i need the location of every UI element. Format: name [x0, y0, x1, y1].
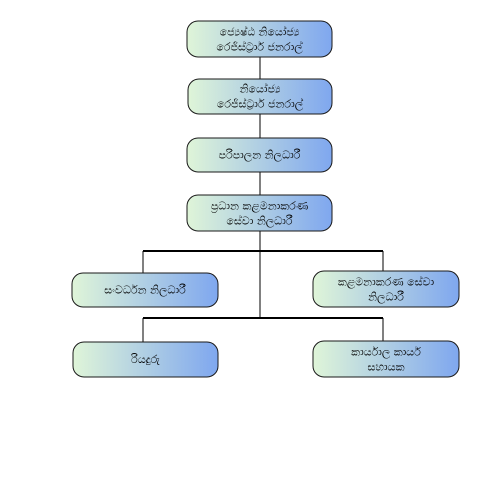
node-label-line: කළමනාකරණ සේවා	[338, 274, 435, 289]
node-driver: රියදුරු	[72, 341, 219, 378]
connectors	[142, 57, 384, 342]
node-development-officer: සංවර්ධන නිලධාරී	[71, 272, 219, 308]
node-box	[187, 78, 333, 115]
node-office-assistant: කාර්යාල කාර්ය සහායක	[312, 340, 460, 378]
node-label-line: නියෝජ්‍ය	[240, 82, 281, 96]
node-management-service-officer: කළමනාකරණ සේවා නිලධාරී	[312, 270, 460, 308]
node-label-line: සේවා නිලධාරී	[226, 213, 293, 228]
node-label-line: ප්‍රධාන කළමනාකරණ	[211, 200, 308, 214]
node-box	[71, 272, 219, 308]
node-label-line: රෙජිස්ට්‍රාර් ජනරාල්	[216, 39, 303, 54]
node-label-line: රියදුරු	[131, 353, 161, 366]
node-deputy-registrar-general: නියෝජ්‍ය රෙජිස්ට්‍රාර් ජනරාල්	[187, 78, 333, 115]
node-box	[72, 341, 219, 378]
node-box	[186, 194, 333, 232]
node-label-line: සහායක	[367, 361, 404, 374]
node-label-line: සංවර්ධන නිලධාරී	[104, 284, 186, 298]
node-label-line: නිලධාරී	[368, 291, 404, 305]
node-box	[312, 340, 460, 378]
node-senior-deputy-registrar-general: ජ්‍යෙෂ්ඨ නියෝජ්‍ය රෙජිස්ට්‍රාර් ජනරාල්	[186, 20, 333, 58]
node-chief-management-service-officer: ප්‍රධාන කළමනාකරණ සේවා නිලධාරී	[186, 194, 333, 232]
node-box	[186, 20, 333, 58]
node-label-line: ජ්‍යෙෂ්ඨ නියෝජ්‍ය	[220, 24, 300, 38]
node-box	[186, 137, 333, 173]
node-administrative-officer: පරිපාලන නිලධාරී	[186, 137, 333, 173]
node-box	[312, 270, 460, 308]
node-label-line: රෙජිස්ට්‍රාර් ජනරාල්	[217, 96, 304, 111]
node-label-line: කාර්යාල කාර්ය	[351, 346, 421, 360]
node-label-line: පරිපාලන නිලධාරී	[219, 149, 301, 163]
